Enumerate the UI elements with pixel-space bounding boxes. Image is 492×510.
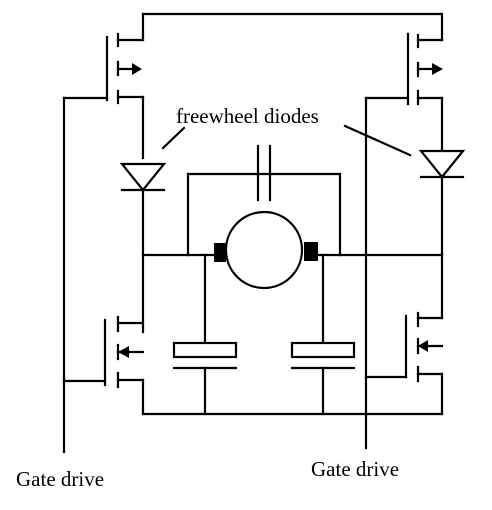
annotation-line-right [343,124,412,157]
upper-left-arrow [132,63,142,75]
series-capacitor [256,144,272,202]
left-gate-drive-label: Gate drive [16,467,105,491]
right-gate-drive-wire [364,96,410,450]
lower-left-transistor [103,253,145,416]
motor-capacitor-loop [141,172,444,257]
motor [224,210,304,290]
lower-left-arrow [118,346,129,358]
upper-right-transistor [406,32,444,160]
right-freewheel-diode [418,149,466,256]
top-rail-wire [141,12,444,42]
lower-right-transistor [404,252,444,416]
left-freewheel-diode [119,162,167,257]
motor-right-brush [304,242,318,261]
annotation-line-left [161,126,186,150]
lower-right-arrow [418,340,428,352]
upper-right-arrow [432,63,443,75]
upper-left-transistor [105,12,145,160]
left-gate-drive-wire [62,96,109,454]
right-gate-drive-label: Gate drive [311,457,400,481]
right-lower-capacitor [290,253,356,416]
left-lower-capacitor [172,253,238,416]
motor-left-brush [214,243,226,262]
freewheel-diodes-label: freewheel diodes [176,104,319,128]
